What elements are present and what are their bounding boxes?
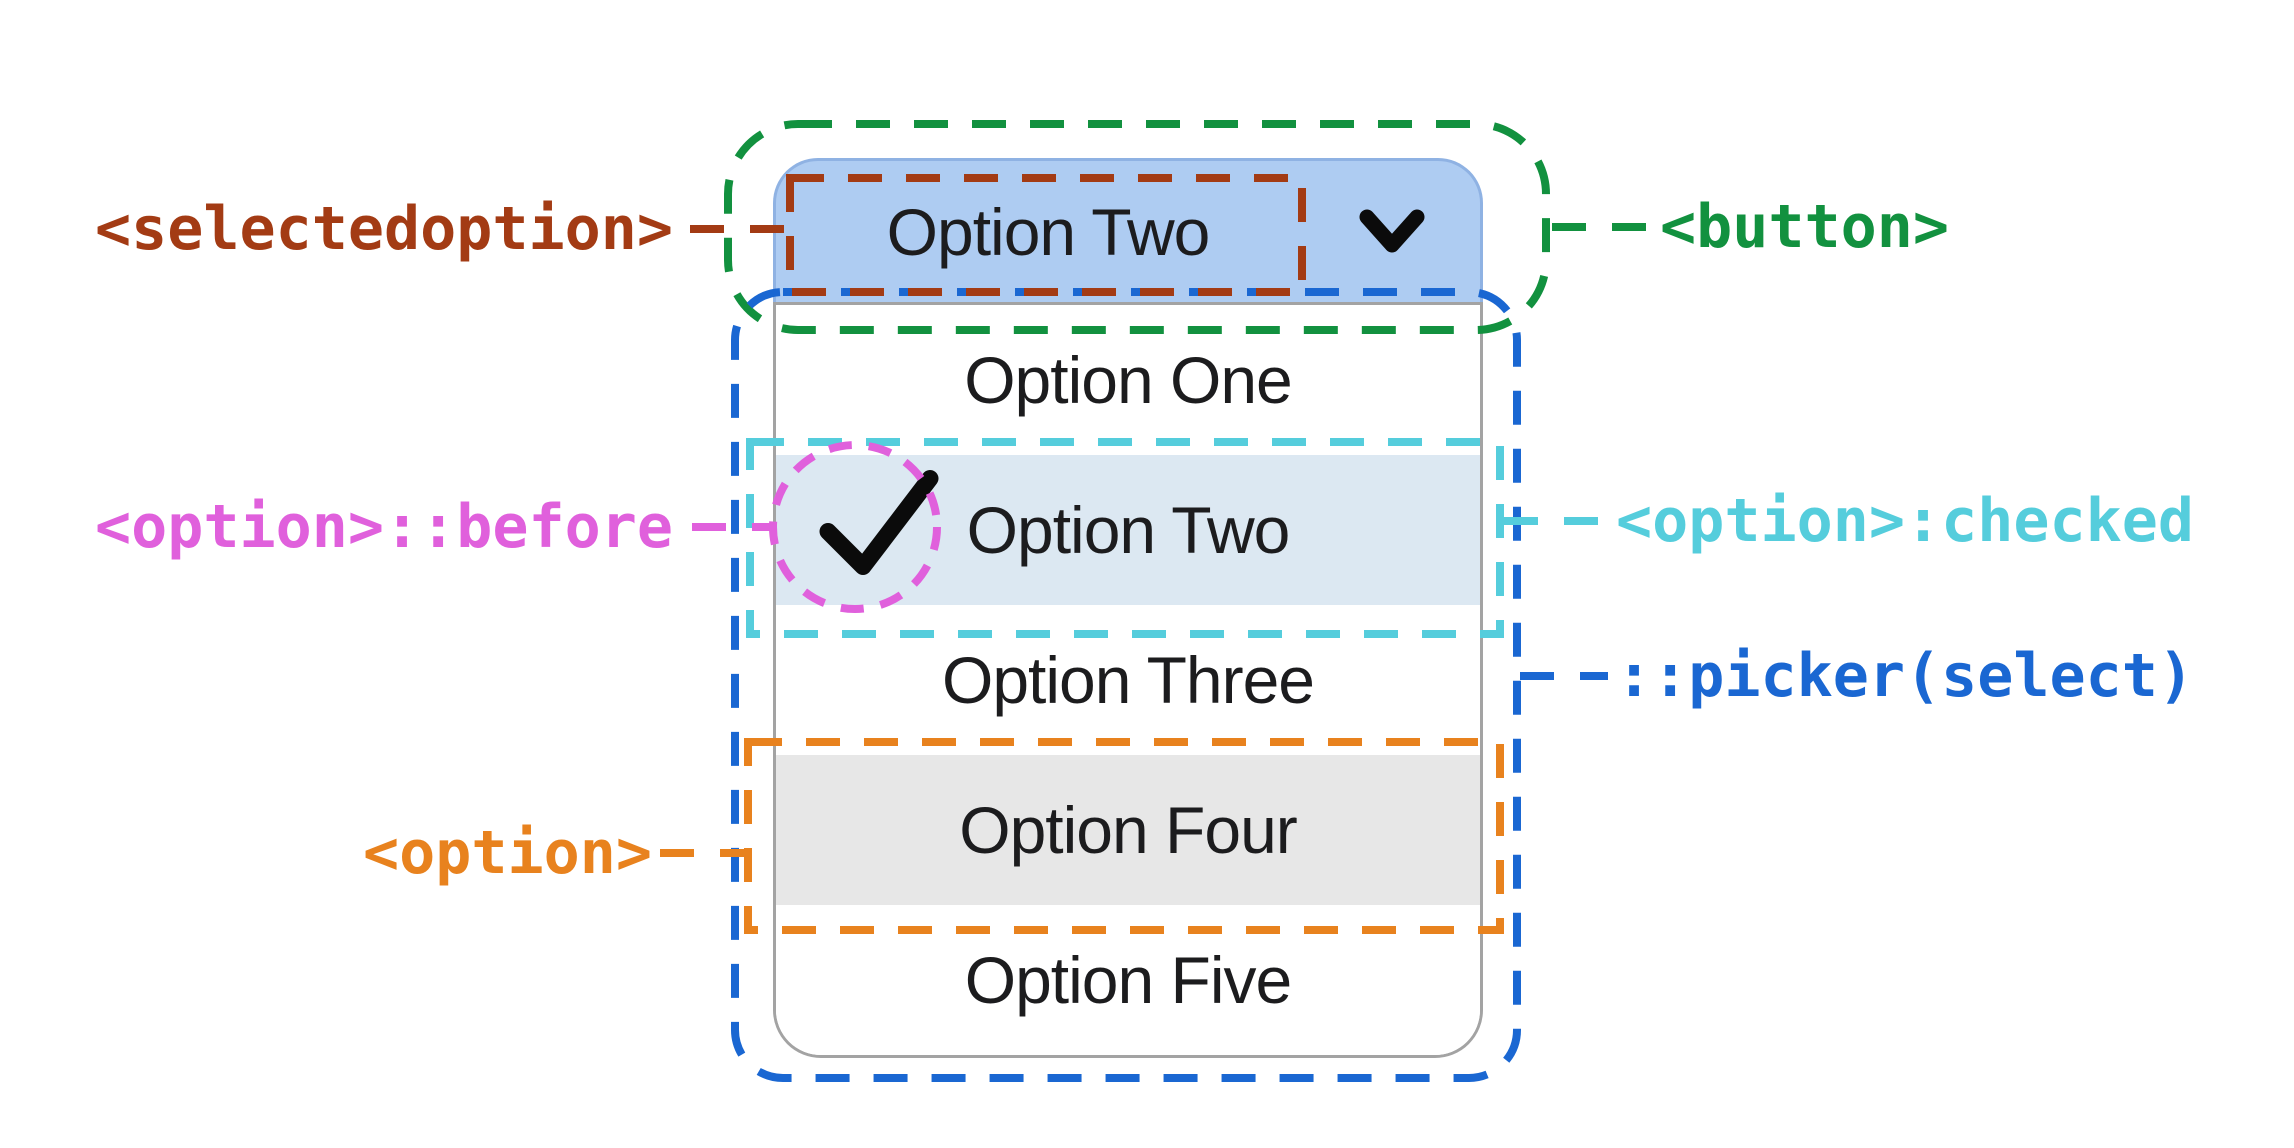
option-label-annotation: <option>	[363, 818, 652, 888]
check-icon	[818, 470, 940, 591]
option-label: Option Five	[964, 943, 1292, 1017]
option-label: Option Three	[941, 643, 1315, 717]
picker-label: ::picker(select)	[1616, 641, 2194, 711]
select-picker: Option One Option Two Option Three Optio…	[773, 302, 1483, 1058]
custom-select: Option Two Option One Option Two O	[773, 158, 1483, 1058]
chevron-down-icon	[1303, 209, 1480, 255]
option-two-checked[interactable]: Option Two	[776, 455, 1480, 605]
option-label: Option Two	[966, 493, 1291, 567]
option-three[interactable]: Option Three	[776, 605, 1480, 755]
select-button[interactable]: Option Two	[773, 158, 1483, 302]
option-label: Option One	[964, 343, 1293, 417]
option-before-label: <option>::before	[95, 492, 673, 562]
option-four[interactable]: Option Four	[776, 755, 1480, 905]
selectedoption-label: <selectedoption>	[95, 194, 673, 264]
option-one[interactable]: Option One	[776, 305, 1480, 455]
button-label: <button>	[1660, 192, 1949, 262]
selected-option: Option Two	[886, 194, 1211, 269]
option-five[interactable]: Option Five	[776, 905, 1480, 1055]
option-checked-label: <option>:checked	[1616, 486, 2194, 556]
option-label: Option Four	[959, 793, 1297, 867]
